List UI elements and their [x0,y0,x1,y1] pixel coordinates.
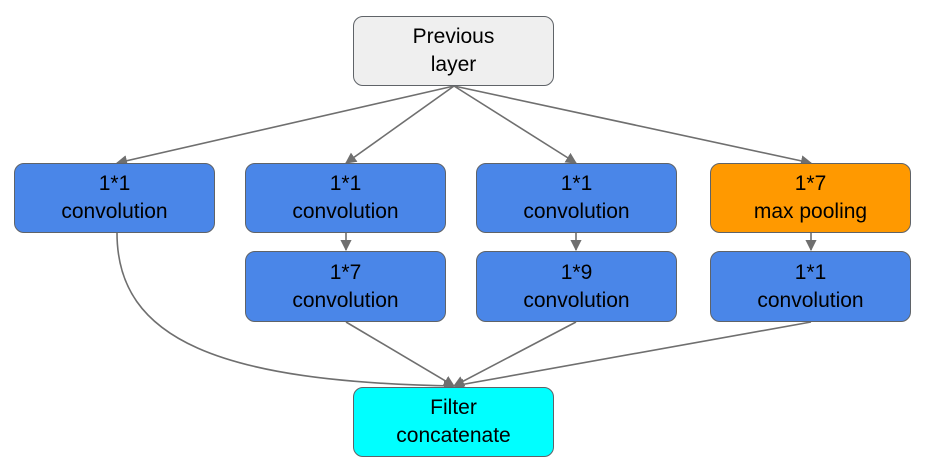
edge-branch3-to-concat [453,321,577,387]
edge-previous-to-branch2 [345,85,455,164]
edge-previous-to-branch4 [453,85,813,167]
node-branch1-conv1x1-line2: convolution [61,200,168,223]
node-previous-layer-line2: layer [430,53,477,76]
node-previous-layer: Previous layer [353,16,554,86]
node-filter-concatenate-line2: concatenate [396,424,511,447]
edge-previous-to-branch1 [115,85,455,167]
node-branch4-pool1x7-line1: 1*7 [794,172,827,195]
node-branch4-conv1x1-line1: 1*1 [794,260,827,284]
node-branch4-pool1x7-line2: max pooling [753,200,868,223]
node-branch2-conv1x7-line2: convolution [292,288,399,312]
edge-branch1-to-concat [116,232,456,392]
node-branch3-conv1x1: 1*1 convolution [476,163,677,233]
node-branch4-conv1x1-line2: convolution [757,288,864,312]
node-previous-layer-line1: Previous [412,25,495,48]
node-branch2-conv1x1: 1*1 convolution [245,163,446,233]
node-branch4-conv1x1: 1*1 convolution [710,251,911,322]
node-branch3-conv1x9-line1: 1*9 [560,260,593,284]
node-branch2-conv1x1-line1: 1*1 [329,172,362,195]
node-filter-concatenate: Filter concatenate [353,387,554,457]
node-branch1-conv1x1-line1: 1*1 [98,172,131,195]
node-branch3-conv1x9-line2: convolution [523,288,630,312]
node-branch3-conv1x9: 1*9 convolution [476,251,677,322]
node-branch3-conv1x1-line1: 1*1 [560,172,593,195]
node-branch3-conv1x1-line2: convolution [523,200,630,223]
node-branch2-conv1x7-line1: 1*7 [329,260,362,284]
node-branch2-conv1x1-line2: convolution [292,200,399,223]
node-branch2-conv1x7: 1*7 convolution [245,251,446,322]
node-branch4-pool1x7: 1*7 max pooling [710,163,911,233]
node-branch1-conv1x1: 1*1 convolution [14,163,215,233]
node-filter-concatenate-line1: Filter [430,396,477,419]
edge-branch2-to-concat [345,321,455,387]
edge-previous-to-branch3 [453,85,577,164]
edge-branch4-to-concat [452,321,812,390]
